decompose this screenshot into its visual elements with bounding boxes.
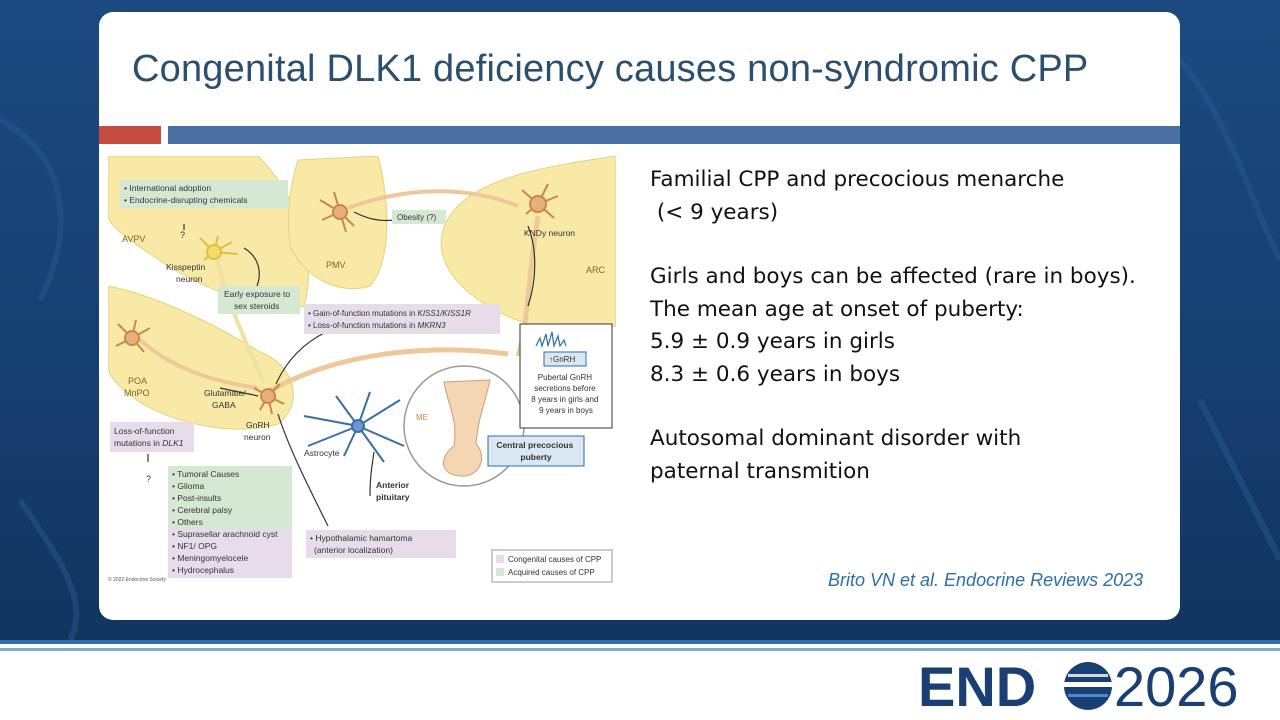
obesity-box	[392, 210, 446, 224]
adoption-box	[120, 180, 288, 208]
kndy-neuron	[521, 183, 559, 219]
other-causes-box	[168, 528, 292, 578]
svg-text:Congenital causes of CPP: Congenital causes of CPP Acquired causes…	[508, 555, 603, 577]
avpv-label: AVPV	[122, 234, 145, 244]
kisspeptin-neuron	[199, 235, 239, 261]
me-label: ME	[416, 413, 428, 422]
svg-text:Central precocious puber: Central precocious puberty	[496, 440, 575, 462]
logo-year: 2026	[1114, 655, 1239, 714]
poa-label: POA	[128, 376, 147, 386]
globe-icon	[1064, 662, 1112, 710]
bullet-mean-age: The mean age at onset of puberty:	[650, 296, 1024, 322]
legend-swatch-acquired	[496, 568, 504, 576]
legend-box	[491, 549, 613, 583]
poa-axon	[136, 336, 259, 390]
bullet-age-limit: (< 9 years)	[650, 199, 779, 225]
astrocyte-label: Astrocyte	[304, 448, 340, 458]
gnrh-neuron	[253, 383, 285, 415]
bullet-boys: 8.3 ± 0.6 years in boys	[650, 361, 901, 387]
logo-end: END	[918, 655, 1036, 714]
footer-rule-light	[0, 648, 1280, 651]
citation: Brito VN et al. Endocrine Reviews 2023	[828, 570, 1144, 590]
kisspeptin-label: Kisspeptin neuron	[166, 262, 208, 284]
endo-2026-logo: END 2026	[918, 654, 1270, 718]
gnrh-label: GnRH neuron	[244, 420, 272, 442]
arrows	[147, 211, 536, 527]
tumoral-box	[168, 466, 292, 528]
bullet-transmission: paternal transmition	[650, 458, 870, 484]
svg-text:• International adoption: • International adoption • Endocrine-dis…	[124, 183, 247, 205]
title-divider-bar	[168, 126, 1180, 144]
cpp-box	[487, 435, 585, 467]
svg-text:Early exposure to sex st: Early exposure to sex steroids	[224, 289, 293, 311]
gnrh-pulse-trace	[535, 331, 567, 349]
mutations-box	[304, 304, 500, 334]
svg-text:• Gain-of-function mutations i: • Gain-of-function mutations in KISS1/KI…	[308, 309, 473, 330]
mnpo-label: MnPO	[124, 388, 150, 398]
gnrh-axon	[266, 347, 509, 395]
hamartoma-box	[306, 530, 456, 558]
pmv-axon	[347, 189, 519, 210]
kiss-axon	[214, 255, 265, 382]
svg-text:Pubertal GnRH secretions: Pubertal GnRH secretions before 8 years …	[531, 373, 600, 415]
anterior-pituitary-label: Anterior pituitary	[376, 480, 411, 502]
copyright-label: © 2022 Endocrine Society	[108, 576, 166, 583]
bullet-inheritance: Autosomal dominant disorder with	[650, 426, 1022, 451]
footer-rule-dark	[0, 640, 1280, 644]
lof-dlk1-box	[110, 422, 194, 452]
astrocyte	[303, 391, 405, 463]
title-accent-bar	[99, 126, 161, 144]
pmv-neuron	[319, 191, 355, 233]
poa-neuron	[115, 319, 151, 353]
cpp-diagram: AVPV PMV ARC POA MnPO	[107, 155, 617, 588]
glutamate-label: Glutamate/ GABA	[204, 388, 248, 410]
kndy-label: KNDy neuron	[524, 228, 575, 238]
svg-text:Loss-of-function mutatio: Loss-of-function mutations in DLK1	[114, 426, 184, 448]
svg-text:• Hypothalamic hamartoma: • Hypothalamic hamartoma (anterior local…	[310, 533, 415, 555]
gnrh-up-badge	[543, 351, 587, 367]
question-mark-2: ?	[146, 474, 151, 484]
slide-title: Congenital DLK1 deficiency causes non-sy…	[132, 48, 1089, 90]
bullet-girls: 5.9 ± 0.9 years in girls	[650, 329, 895, 354]
pmv-label: PMV	[326, 260, 346, 270]
gnrh-pulse-box	[519, 323, 613, 429]
gnrh-up-label: ↑GnRH	[549, 355, 575, 364]
question-mark-1: ?	[180, 230, 185, 240]
early-exposure-box	[218, 286, 300, 314]
legend-swatch-congenital	[496, 555, 504, 563]
bullet-familial: Familial CPP and precocious menarche	[650, 167, 1065, 192]
avpv-region	[107, 155, 309, 310]
svg-text:• Tumoral Causes • Gliom: • Tumoral Causes • Glioma • Post-insults…	[172, 469, 242, 527]
slide-body: Familial CPP and precocious menarche (< …	[650, 164, 1170, 488]
cpp-diagram-svg: AVPV PMV ARC POA MnPO	[107, 155, 617, 583]
endo-logo-svg: END 2026	[918, 655, 1239, 718]
pituitary-diagram: ME	[403, 365, 525, 487]
arc-label: ARC	[586, 265, 606, 275]
background-texture	[0, 58, 1280, 640]
bullet-sex: Girls and boys can be affected (rare in …	[650, 264, 1136, 289]
obesity-label: Obesity (?)	[397, 213, 436, 222]
svg-text:• Suprasellar arachnoid cyst: • Suprasellar arachnoid cyst • NF1/ OPG …	[172, 529, 280, 575]
